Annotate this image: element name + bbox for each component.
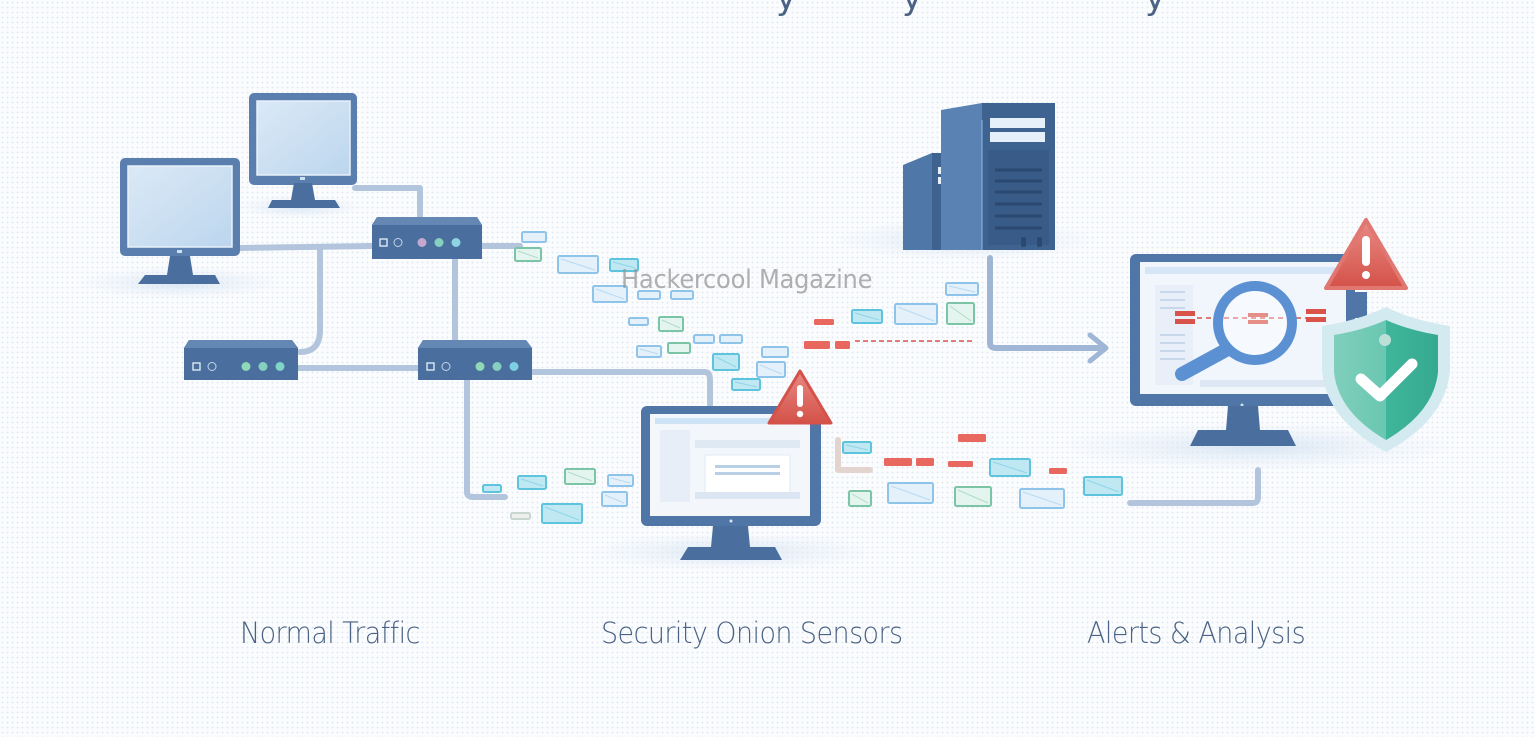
envelope-flap xyxy=(715,356,737,368)
envelope-flap xyxy=(890,485,931,501)
title-fragment: y xyxy=(776,0,796,18)
title-fragment: y xyxy=(1145,0,1165,18)
envelope-packet-icon xyxy=(719,334,743,344)
desktop-monitor-icon xyxy=(120,158,240,284)
envelope-flap xyxy=(851,493,869,504)
alert-packet-icon xyxy=(958,434,986,442)
envelope-flap xyxy=(612,261,636,269)
section-label-normal-traffic: Normal Traffic xyxy=(240,616,420,650)
watermark: Hackercool Magazine xyxy=(621,265,873,295)
alert-packet-icon xyxy=(804,341,830,349)
alert-packet-icon xyxy=(1049,468,1067,474)
section-label-alerts-analysis: Alerts & Analysis xyxy=(1087,616,1306,650)
envelope-flap xyxy=(1022,491,1062,506)
envelope-packet-icon xyxy=(482,484,502,493)
cable xyxy=(1127,467,1261,506)
envelope-flap xyxy=(560,258,596,271)
envelope-packet-icon xyxy=(761,346,789,358)
network-switch-icon xyxy=(418,340,532,380)
cable xyxy=(835,437,873,473)
envelope-flap xyxy=(567,471,593,482)
magnifier-icon xyxy=(1175,281,1297,381)
arrow-right-icon xyxy=(1087,332,1109,364)
envelope-packet-icon xyxy=(693,334,715,344)
envelope-flap xyxy=(948,285,976,293)
cable xyxy=(529,369,713,408)
warning-triangle-icon xyxy=(1324,218,1408,290)
envelope-packet-icon xyxy=(637,290,661,300)
envelope-flap xyxy=(949,305,972,322)
envelope-flap xyxy=(544,506,580,521)
network-switch-icon xyxy=(184,340,298,380)
envelope-flap xyxy=(517,250,539,259)
alert-packet-icon xyxy=(948,461,973,467)
envelope-flap xyxy=(992,461,1028,474)
floor-shadow xyxy=(1050,422,1460,472)
envelope-packet-icon xyxy=(670,290,694,300)
cable xyxy=(987,255,1103,351)
envelope-flap xyxy=(595,288,625,300)
title-fragment: y xyxy=(902,0,922,18)
envelope-packet-icon xyxy=(521,231,547,243)
envelope-flap xyxy=(854,312,880,321)
cable xyxy=(297,245,323,355)
cable xyxy=(237,243,375,251)
alert-packet-icon xyxy=(884,458,912,466)
envelope-flap xyxy=(1086,479,1120,493)
alert-packet-icon xyxy=(814,319,834,325)
alert-packet-icon xyxy=(916,458,934,466)
server-tower-icon xyxy=(903,103,1055,250)
packet-stream xyxy=(482,231,1123,524)
alert-packet-icon xyxy=(835,341,850,349)
analysis-console-monitor xyxy=(1130,254,1355,446)
envelope-flap xyxy=(957,489,989,504)
warning-triangle-icon xyxy=(767,369,833,425)
section-label-security-onion-sensors: Security Onion Sensors xyxy=(601,616,903,650)
envelope-flap xyxy=(520,478,544,487)
envelope-packet-icon xyxy=(667,342,691,354)
cable xyxy=(464,377,508,500)
envelope-flap xyxy=(734,381,758,388)
envelope-flap xyxy=(845,444,869,451)
envelope-packet-icon xyxy=(510,512,531,520)
network-cables xyxy=(237,185,1261,506)
envelope-packet-icon xyxy=(628,317,649,326)
envelope-flap xyxy=(897,306,935,322)
sensor-console-monitor xyxy=(641,406,821,560)
envelope-flap xyxy=(661,319,681,329)
envelope-flap xyxy=(759,364,783,375)
alert-stand xyxy=(1355,292,1367,318)
envelope-flap xyxy=(604,494,625,504)
shield-check-icon xyxy=(1322,307,1450,452)
envelope-flap xyxy=(610,477,631,484)
network-switch-icon xyxy=(372,217,482,259)
envelope-flap xyxy=(639,348,659,355)
desktop-monitor-icon xyxy=(249,93,357,208)
cable xyxy=(352,185,423,221)
